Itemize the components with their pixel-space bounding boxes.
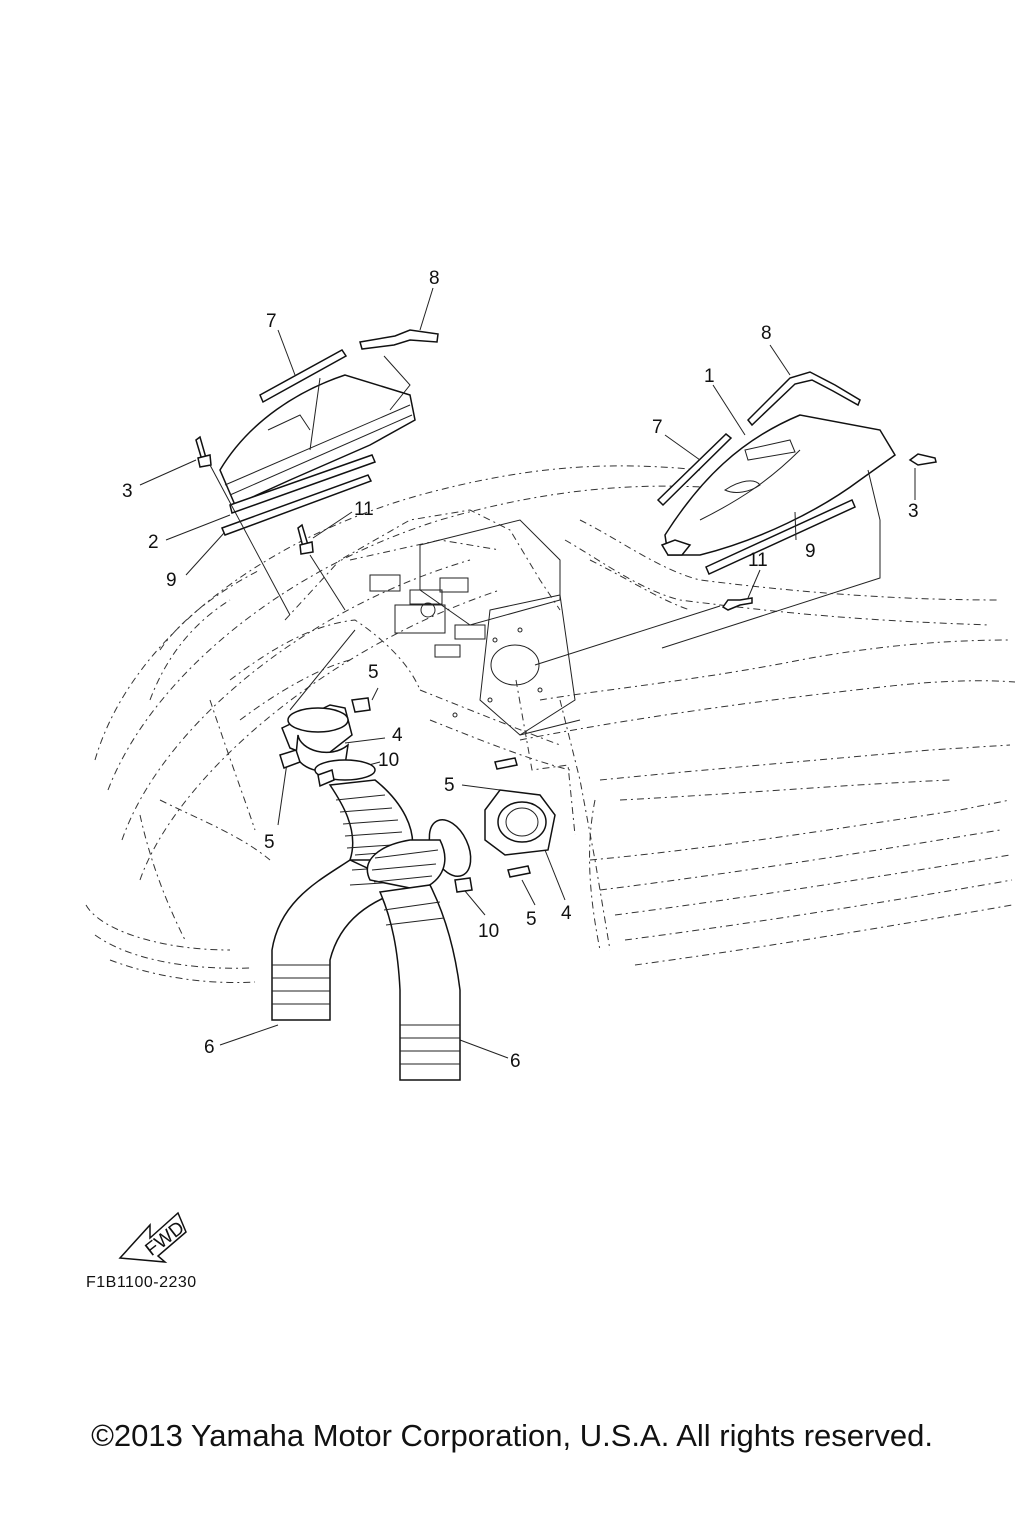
callout-5-b: 5 [264,832,275,853]
callout-9-left: 9 [166,570,177,591]
callout-7-right: 7 [652,417,663,438]
right-duct-assembly [366,757,556,1081]
callout-5-c: 5 [444,775,455,796]
callout-6-right: 6 [510,1051,521,1072]
callout-3-left: 3 [122,481,133,502]
right-intake-cover [656,371,937,611]
callout-9-right: 9 [805,541,816,562]
callout-8-right: 8 [761,323,772,344]
callout-11-right: 11 [748,550,768,571]
callout-10-left: 10 [378,750,399,771]
callout-11-left: 11 [354,499,374,520]
copyright-notice: ©2013 Yamaha Motor Corporation, U.S.A. A… [91,1418,933,1453]
callout-2: 2 [148,532,159,553]
callout-3-right: 3 [908,501,919,522]
callout-8-left: 8 [429,268,440,289]
callout-10-right: 10 [478,921,499,942]
figure-code: F1B1100-2230 [86,1274,197,1291]
callout-5-d: 5 [526,909,537,930]
callout-5-a: 5 [368,662,379,683]
hull-outline [85,465,1016,983]
left-fasteners [195,435,314,555]
callout-7-left: 7 [266,311,277,332]
callout-6-left: 6 [204,1037,215,1058]
callout-1: 1 [704,366,715,387]
forward-arrow-icon: FWD [118,1211,189,1263]
leader-lines [139,287,916,1059]
left-intake-cover [219,329,439,536]
callout-4-left: 4 [392,725,403,746]
callout-labels: 8 7 3 2 9 11 8 1 7 3 9 11 5 4 10 5 5 10 … [122,268,919,1072]
callout-4-right: 4 [561,903,572,924]
console-box [369,519,581,736]
